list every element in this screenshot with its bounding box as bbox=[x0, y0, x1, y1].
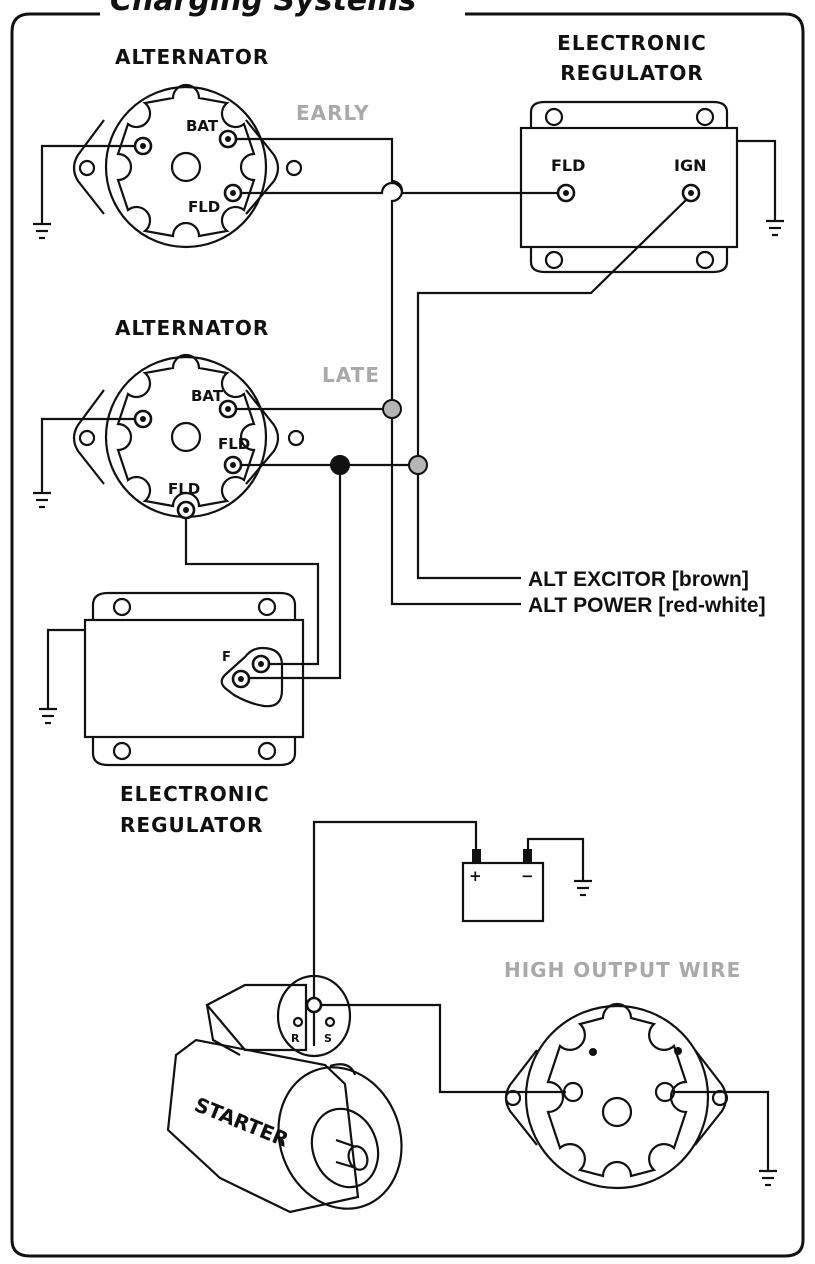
early-reg-body bbox=[519, 126, 739, 249]
early-alternator: BAT FLD bbox=[72, 83, 303, 249]
late-regulator: F bbox=[83, 591, 305, 767]
page-title: Charging Systems bbox=[110, 0, 416, 18]
early-alt-bat-label: BAT bbox=[186, 117, 219, 135]
late-alternator: BAT FLD FLD bbox=[72, 353, 305, 520]
alt-excitor-wire bbox=[416, 199, 687, 580]
late-reg-f-label: F bbox=[222, 650, 231, 665]
ground-icon bbox=[33, 491, 51, 509]
starter-s-terminal bbox=[324, 1016, 336, 1028]
starter-motor-body bbox=[166, 1038, 360, 1214]
ho-alt-body-inner bbox=[546, 1002, 688, 1178]
starter-shaft bbox=[347, 1145, 369, 1171]
late-reg-hole bbox=[257, 597, 277, 617]
ho-alt-ground-wire bbox=[674, 1090, 770, 1170]
battery-to-starter-wire bbox=[312, 820, 478, 1046]
ground-icon bbox=[759, 1169, 777, 1187]
early-regulator: FLD IGN bbox=[519, 100, 739, 274]
starter-motor-end bbox=[277, 1066, 403, 1210]
starter-r-terminal bbox=[292, 1016, 304, 1028]
late-alt-shaft bbox=[170, 421, 202, 453]
ground-icon bbox=[766, 219, 784, 237]
alt-power-label: ALT POWER [red-white] bbox=[528, 594, 766, 617]
high-output-wire bbox=[321, 1003, 566, 1094]
early-reg-hole bbox=[695, 107, 715, 127]
late-alt-body-inner bbox=[116, 353, 256, 508]
ho-alt-dot bbox=[589, 1048, 597, 1056]
starter: R S STARTER bbox=[166, 974, 403, 1214]
starter-solenoid-cap bbox=[276, 974, 352, 1058]
junction-power bbox=[382, 399, 402, 419]
battery-minus-label: − bbox=[521, 867, 534, 885]
late-alt-hole-right bbox=[287, 429, 305, 447]
ground-icon bbox=[33, 222, 51, 240]
early-reg-ign-label: IGN bbox=[674, 156, 706, 175]
late-alt-fld-label-1: FLD bbox=[218, 435, 250, 453]
border-frame bbox=[10, 12, 805, 1258]
late-reg-body bbox=[83, 618, 305, 739]
late-alt-ground-wire bbox=[40, 417, 135, 492]
late-regulator-label-line2: REGULATOR bbox=[120, 813, 263, 837]
late-reg-hole bbox=[257, 741, 277, 761]
junction-excitor bbox=[408, 455, 428, 475]
junction-field bbox=[330, 455, 350, 475]
early-reg-hole bbox=[544, 250, 564, 270]
early-alt-fld-label: FLD bbox=[188, 198, 220, 216]
early-reg-hole bbox=[695, 250, 715, 270]
battery: + − bbox=[461, 849, 545, 923]
early-alt-body-inner bbox=[116, 83, 256, 238]
high-output-label: HIGH OUTPUT WIRE bbox=[504, 958, 741, 982]
early-reg-hole bbox=[544, 107, 564, 127]
ho-alt-dot bbox=[674, 1047, 682, 1055]
late-reg-hole bbox=[112, 597, 132, 617]
early-alt-shaft bbox=[170, 151, 202, 183]
starter-label: STARTER bbox=[191, 1092, 292, 1151]
late-alt-bat-label: BAT bbox=[191, 387, 224, 405]
battery-body bbox=[461, 861, 545, 923]
early-alternator-label: ALTERNATOR bbox=[115, 45, 269, 69]
early-reg-ground-wire bbox=[737, 139, 777, 220]
early-alt-ear-left bbox=[72, 119, 105, 215]
battery-plus-label: + bbox=[469, 867, 482, 885]
early-alt-hole-left bbox=[78, 159, 96, 177]
late-alt-fld-label-2: FLD bbox=[168, 480, 200, 498]
ho-alt-output-terminal bbox=[562, 1081, 584, 1103]
starter-r-label: R bbox=[291, 1032, 300, 1045]
ground-icon bbox=[39, 707, 57, 725]
late-reg-wire-b bbox=[184, 518, 320, 666]
early-variant-label: EARLY bbox=[296, 101, 370, 125]
starter-s-label: S bbox=[324, 1032, 332, 1045]
early-regulator-label-line1: ELECTRONIC bbox=[557, 31, 707, 55]
battery-negative-post bbox=[523, 849, 532, 863]
alt-excitor-label: ALT EXCITOR [brown] bbox=[528, 568, 749, 591]
late-reg-connector bbox=[220, 646, 284, 708]
late-reg-ground-wire bbox=[46, 628, 85, 708]
late-reg-hole bbox=[112, 741, 132, 761]
ground-icon bbox=[574, 879, 592, 897]
early-alt-ground-wire bbox=[40, 144, 135, 223]
early-fld-wire bbox=[241, 181, 558, 195]
late-reg-wire-a bbox=[243, 465, 342, 680]
ho-alt-body-outer bbox=[524, 1004, 710, 1190]
late-alt-hole-left bbox=[78, 429, 96, 447]
ho-alt-shaft bbox=[601, 1096, 633, 1128]
ho-alt-hole-left bbox=[504, 1089, 522, 1107]
battery-positive-post bbox=[472, 849, 481, 863]
battery-ground-wire bbox=[526, 837, 585, 880]
early-alt-hole-right bbox=[285, 159, 303, 177]
starter-solenoid-body bbox=[205, 983, 308, 1052]
late-regulator-label-line1: ELECTRONIC bbox=[120, 782, 270, 806]
early-alt-ear-right bbox=[245, 119, 280, 215]
starter-battery-terminal bbox=[305, 996, 323, 1014]
high-output-alternator bbox=[504, 1002, 729, 1190]
early-reg-fld-label: FLD bbox=[551, 156, 585, 175]
early-regulator-label-line2: REGULATOR bbox=[560, 61, 703, 85]
starter-motor-housing bbox=[310, 1107, 380, 1189]
late-variant-label: LATE bbox=[322, 363, 380, 387]
late-alternator-label: ALTERNATOR bbox=[115, 316, 269, 340]
early-alt-body-outer bbox=[104, 85, 268, 249]
